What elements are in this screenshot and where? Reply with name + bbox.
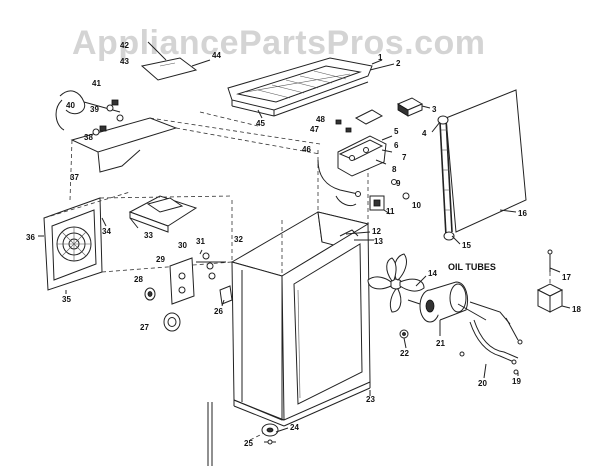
- callout-23: 23: [366, 395, 375, 404]
- part-9-screw: [391, 179, 397, 185]
- callout-24: 24: [290, 423, 299, 432]
- part-3-block: [396, 97, 424, 117]
- callout-43: 43: [120, 57, 129, 66]
- callout-12: 12: [372, 227, 381, 236]
- part-26-bracket: [219, 285, 233, 305]
- callout-30: 30: [178, 241, 187, 250]
- callout-11: 11: [386, 207, 395, 216]
- part-28-bushing: [144, 287, 156, 301]
- part-6-bracket: [337, 135, 387, 177]
- callout-1: 1: [378, 53, 383, 62]
- part-33-housing: [128, 195, 198, 233]
- callout-19: 19: [512, 377, 521, 386]
- part-20-oil-tubes: [459, 317, 523, 375]
- part-10-screw: [402, 192, 410, 200]
- part-17-screw: [547, 249, 553, 284]
- part-21-motor: [407, 281, 511, 325]
- callout-35: 35: [62, 295, 71, 304]
- part-47-screws: [335, 109, 384, 133]
- callout-16: 16: [518, 209, 527, 218]
- callout-labels: 1 2 3 4 5 6 7 8 9 10 11 12 13 14 15 16 1…: [26, 41, 581, 448]
- part-23-cabinet: [230, 211, 371, 427]
- part-12-clip: [339, 229, 359, 237]
- part-14-fan-blade: [367, 253, 425, 313]
- callout-28: 28: [134, 275, 143, 284]
- callout-41: 41: [92, 79, 101, 88]
- callout-18: 18: [572, 305, 581, 314]
- part-27-knob: [163, 312, 181, 332]
- watermark-text: AppliancePartsPros.com: [72, 24, 485, 62]
- part-37-bracket: [55, 90, 178, 173]
- callout-29: 29: [156, 255, 165, 264]
- callout-47: 47: [310, 125, 319, 134]
- callout-45: 45: [256, 119, 265, 128]
- callout-20: 20: [478, 379, 487, 388]
- callout-21: 21: [436, 339, 445, 348]
- callout-9: 9: [396, 179, 401, 188]
- callout-37: 37: [70, 173, 79, 182]
- oil-tubes-label: OIL TUBES: [448, 262, 496, 272]
- part-35-fan-shroud: [43, 197, 103, 291]
- part-18-block: [536, 283, 564, 313]
- part-16-filter-panel: [437, 89, 527, 241]
- part-24-caster: [261, 423, 279, 445]
- callout-44: 44: [212, 51, 221, 60]
- callout-40: 40: [66, 101, 75, 110]
- callout-17: 17: [562, 273, 571, 282]
- callout-3: 3: [432, 105, 437, 114]
- callout-2: 2: [396, 59, 401, 68]
- callout-48: 48: [316, 115, 325, 124]
- callout-26: 26: [214, 307, 223, 316]
- callout-6: 6: [394, 141, 399, 150]
- callout-36: 36: [26, 233, 35, 242]
- callout-15: 15: [462, 241, 471, 250]
- callout-32: 32: [234, 235, 243, 244]
- callout-7: 7: [402, 153, 407, 162]
- callout-34: 34: [102, 227, 111, 236]
- callout-5: 5: [394, 127, 399, 136]
- part-22-nut: [399, 329, 409, 339]
- callout-10: 10: [412, 201, 421, 210]
- callout-31: 31: [196, 237, 205, 246]
- callout-14: 14: [428, 269, 437, 278]
- callout-39: 39: [90, 105, 99, 114]
- part-44-plate: [140, 57, 198, 81]
- callout-42: 42: [120, 41, 129, 50]
- callout-38: 38: [84, 133, 93, 142]
- callout-8: 8: [392, 165, 397, 174]
- part-29-bracket: [169, 252, 226, 305]
- callout-33: 33: [144, 231, 153, 240]
- callout-27: 27: [140, 323, 149, 332]
- callout-25: 25: [244, 439, 253, 448]
- part-11-component: [369, 195, 385, 211]
- callout-46: 46: [302, 145, 311, 154]
- callout-22: 22: [400, 349, 409, 358]
- callout-4: 4: [422, 129, 427, 138]
- callout-13: 13: [374, 237, 383, 246]
- part-45-top-grille: [227, 57, 373, 117]
